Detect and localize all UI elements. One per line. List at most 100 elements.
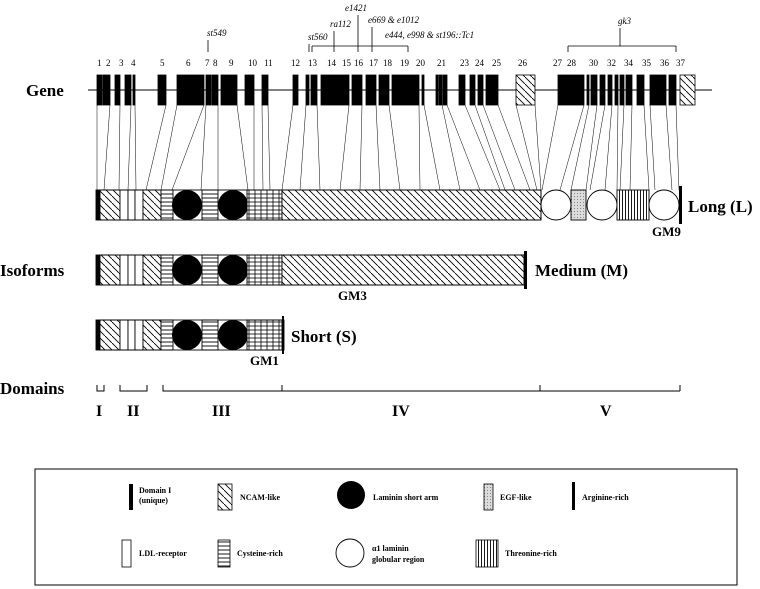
connector-line: [559, 104, 585, 191]
gene-label: Gene: [26, 81, 64, 100]
connector-line: [482, 104, 516, 191]
connector-line: [423, 104, 441, 191]
exon-number: 18: [383, 58, 393, 68]
exon-number: 5: [160, 58, 165, 68]
exon: [305, 74, 310, 106]
connector-line: [261, 104, 264, 191]
connector-line: [541, 104, 559, 191]
legend-ncam: NCAM-like: [240, 493, 280, 502]
exon-number: 23: [460, 58, 470, 68]
connector-line: [534, 104, 542, 191]
gm9-label: GM9: [652, 224, 681, 239]
connector-line: [515, 104, 538, 191]
domain-brackets: [96, 385, 681, 392]
laminin-short-arm: [218, 255, 248, 285]
exon-number: 13: [308, 58, 318, 68]
exon: [625, 74, 633, 106]
exon-number: 34: [624, 58, 634, 68]
cysteine-grid-segment: [246, 254, 283, 286]
domain1-segment: [96, 190, 100, 220]
exon-number: 15: [342, 58, 352, 68]
connector-line: [103, 104, 111, 191]
exon: [636, 74, 645, 106]
a1-laminin-globular: [540, 189, 572, 221]
gm3-label: GM3: [338, 288, 367, 303]
connector-line: [497, 104, 531, 191]
a1-laminin-globular: [586, 189, 618, 221]
exon-number: 21: [437, 58, 446, 68]
exon: [458, 74, 466, 106]
ncam-segment: [281, 189, 542, 221]
cysteine-grid-segment: [246, 189, 283, 221]
connector-line: [643, 104, 650, 191]
laminin-short-arm: [218, 320, 248, 350]
laminin-short-arm: [172, 190, 202, 220]
exon-number: 20: [416, 58, 426, 68]
connector-line: [375, 104, 381, 191]
domain-label-iii: III: [212, 403, 231, 420]
cysteine-segment: [201, 189, 219, 221]
mutation-label: gk3: [618, 16, 631, 26]
exon: [649, 74, 667, 106]
connector-line: [160, 104, 178, 191]
mutation-labels: st549 st560 ra112 e1421 e669 & e1012 e44…: [207, 3, 677, 52]
legend-swatch-ldl: [121, 539, 132, 568]
exon: [157, 74, 167, 106]
connector-line: [118, 104, 121, 191]
connector-line: [649, 104, 656, 191]
laminin-short-arm: [172, 255, 202, 285]
exon: [590, 74, 598, 106]
isoform-short-label: Short (S): [291, 327, 357, 346]
exon: [176, 74, 205, 106]
exon-number: 16: [354, 58, 364, 68]
legend-laminin-short: Laminin short arm: [373, 493, 439, 502]
ldl-receptor-segment: [127, 319, 136, 351]
legend-a1-laminin: α1 laminin: [372, 544, 409, 553]
isoforms-label: Isoforms: [0, 261, 65, 280]
exon: [102, 74, 111, 106]
exon-number: 32: [607, 58, 616, 68]
exon-number: 2: [106, 58, 111, 68]
mutation-label: e444, e998 & st196::Tc1: [385, 30, 474, 40]
connector-line: [267, 104, 271, 191]
legend-arginine: Arginine-rich: [582, 493, 629, 502]
cysteine-segment: [160, 189, 174, 221]
exon: [438, 74, 443, 106]
legend-domain1: Domain I: [139, 486, 171, 495]
exon-number: 19: [400, 58, 410, 68]
exon-number: 8: [213, 58, 218, 68]
exon: [132, 74, 136, 106]
legend-threonine: Threonine-rich: [505, 549, 557, 558]
exon: [586, 74, 590, 106]
connector-line: [200, 104, 207, 191]
mutation-label: st549: [207, 28, 227, 38]
legend-cysteine: Cysteine-rich: [237, 549, 283, 558]
exon: [614, 74, 619, 106]
isoform-long-label: Long (L): [688, 197, 753, 216]
isoform-medium-label: Medium (M): [535, 261, 628, 280]
legend-a1-laminin-sub: globular region: [372, 555, 425, 564]
exon: [320, 74, 350, 106]
mutation-label: e669 & e1012: [368, 15, 419, 25]
exon-hatched: [679, 74, 696, 106]
arginine-segment: [524, 251, 527, 289]
exon: [261, 74, 269, 106]
exon: [442, 74, 448, 106]
cysteine-segment: [160, 254, 174, 286]
connector-line: [339, 104, 350, 191]
exon: [351, 74, 363, 106]
legend-egf: EGF-like: [500, 493, 532, 502]
exon: [599, 74, 606, 106]
exon: [477, 74, 484, 106]
legend-ldl: LDL-receptor: [139, 549, 187, 558]
cysteine-segment: [201, 319, 219, 351]
exon-number: 25: [492, 58, 502, 68]
exon: [114, 74, 121, 106]
connector-line: [441, 104, 461, 191]
ncam-segment: [99, 189, 121, 221]
isoform-long: [95, 186, 682, 224]
legend-domain1-sub: (unique): [139, 496, 168, 505]
ncam-segment: [281, 254, 525, 286]
a1-laminin-globular: [648, 189, 680, 221]
